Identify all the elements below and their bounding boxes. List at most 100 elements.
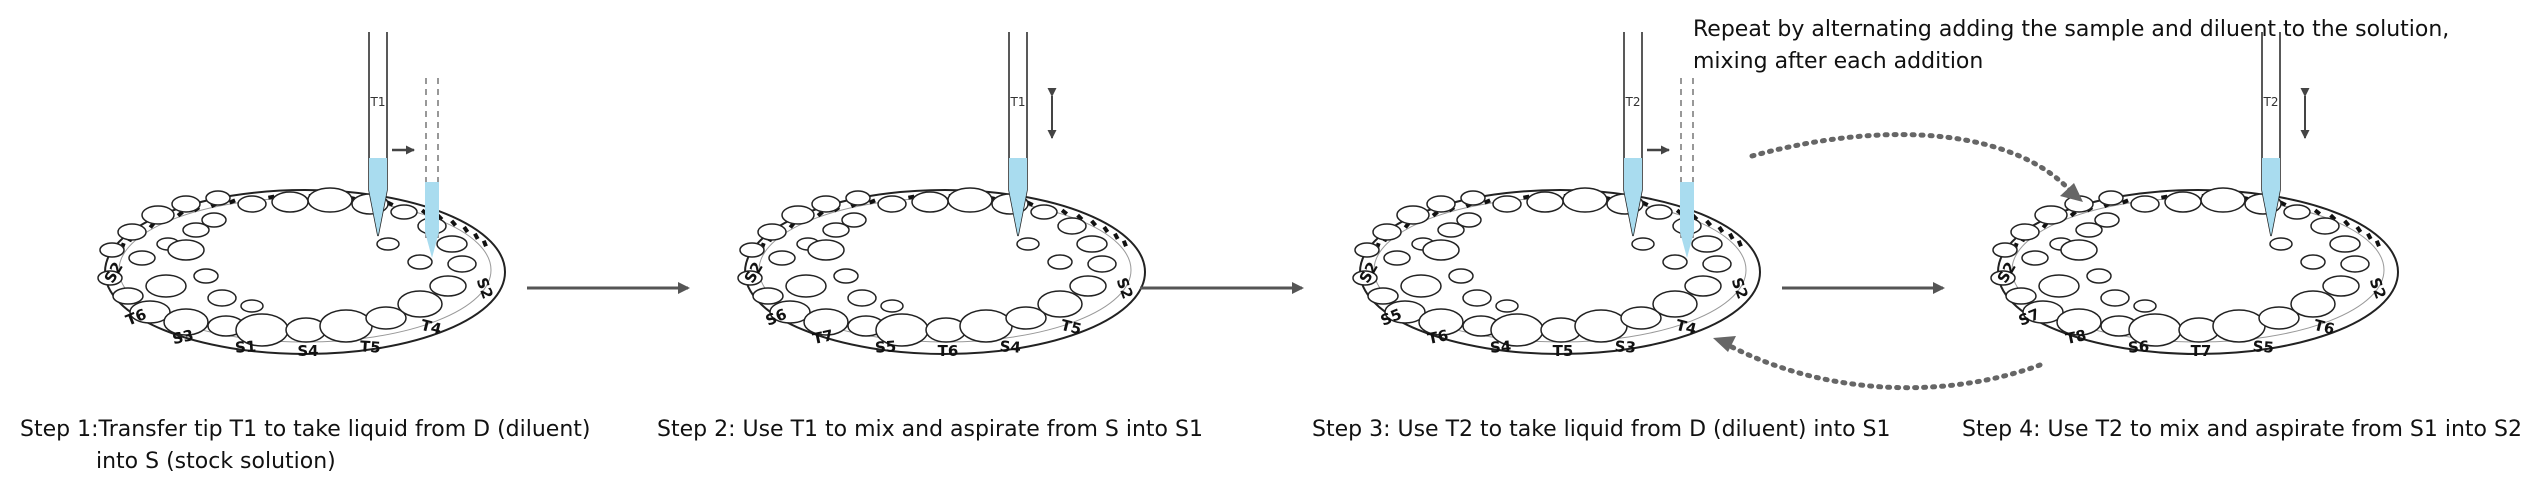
plate-well [2269, 237, 2293, 251]
plate-well [1057, 217, 1087, 235]
plate-well [1418, 308, 1464, 336]
pipette-tip: T2 [2261, 32, 2281, 237]
plate-well [1437, 222, 1465, 238]
plate-well [911, 191, 949, 213]
plate-rim-mark [473, 232, 480, 240]
pipette-tip: T1 [1008, 32, 1028, 237]
plate-well [1662, 254, 1688, 270]
plate-rim-mark [1728, 232, 1735, 240]
plate-well [145, 274, 187, 298]
plate-well [2100, 289, 2130, 307]
plate-rim-mark [2329, 213, 2337, 221]
repeat-note: Repeat by alternating adding the sample … [1693, 14, 2449, 78]
plate-well [171, 195, 201, 213]
plate-well [2322, 275, 2360, 297]
plate-well [2038, 274, 2080, 298]
plate-well [1620, 306, 1662, 330]
plate-well [1069, 275, 1107, 297]
pipette-tip-label: T1 [1010, 95, 1026, 109]
step-3-caption-line-1: Step 3: Use T2 to take liquid from D (di… [1312, 417, 1891, 442]
plate-well [2034, 205, 2068, 225]
plate-label: S5 [2252, 337, 2274, 356]
plate-well [205, 190, 231, 206]
plate-well [436, 235, 468, 253]
plate-well [1426, 195, 1456, 213]
plate-well [1047, 254, 1073, 270]
plate-rim-mark [868, 198, 876, 205]
plate-well [2164, 191, 2202, 213]
plate-well [739, 242, 765, 258]
plate-well [1702, 255, 1732, 273]
plate-well [1087, 255, 1117, 273]
plate-well [769, 300, 811, 324]
plate-rim-mark [2313, 208, 2322, 216]
plate-well [207, 289, 237, 307]
plate-rim-mark [2374, 239, 2381, 248]
plate-well [117, 223, 147, 241]
plate-well [1652, 290, 1698, 318]
plate-well [822, 222, 850, 238]
plate-well [237, 195, 267, 213]
step-4-caption-line-1: Step 4: Use T2 to mix and aspirate from … [1962, 417, 2522, 442]
plate-well [1526, 191, 1564, 213]
plate-rim-mark [2366, 232, 2373, 240]
plate-label: T5 [359, 337, 381, 356]
plate-well [1030, 204, 1058, 220]
plate-well [129, 300, 171, 324]
ghost-pipette-liquid [1680, 182, 1694, 258]
plate-label: T6 [1426, 326, 1450, 348]
plate-well [1383, 250, 1411, 266]
plate-rim-mark [2121, 198, 2129, 205]
plate-well [447, 255, 477, 273]
plate-well [1645, 204, 1673, 220]
plate-label: T6 [938, 342, 959, 360]
plate-rim-mark [2355, 225, 2363, 234]
plate-label: S4 [999, 337, 1021, 356]
plate-label: T4 [1674, 316, 1698, 338]
plate-well [1372, 223, 1402, 241]
plate-well [737, 270, 763, 286]
plate-well [2056, 308, 2102, 336]
plate-well [811, 195, 841, 213]
plate-rim-mark [462, 225, 470, 234]
pipette-tip-label: T1 [370, 95, 386, 109]
plate-well [2075, 222, 2103, 238]
plate-label: S1 [234, 337, 256, 356]
pipette-liquid [2262, 158, 2280, 236]
plate-well [1396, 205, 1430, 225]
plate-label: S3 [171, 326, 196, 348]
plate-well [2060, 239, 2098, 261]
plate-label: T8 [2064, 326, 2088, 348]
plate-well [1460, 190, 1486, 206]
plate-well [880, 299, 904, 313]
plate-rim-mark [1705, 219, 1713, 227]
plate-well [2094, 212, 2120, 228]
plate-well [1691, 235, 1723, 253]
plate-rim-mark [1717, 225, 1725, 234]
repeat-dotted-arrowhead-forward [2060, 183, 2083, 202]
plate-rim-mark [1736, 239, 1743, 248]
plate-well [112, 287, 144, 305]
plate-well [2021, 250, 2049, 266]
plate-well [807, 239, 845, 261]
plate-well [1076, 235, 1108, 253]
plate-well [1462, 289, 1492, 307]
plate-well [877, 195, 907, 213]
plate-well [99, 242, 125, 258]
step-4-caption: Step 4: Use T2 to mix and aspirate from … [1962, 414, 2522, 446]
plate-well [2258, 306, 2300, 330]
plate-well [2005, 287, 2037, 305]
pipette-liquid [1624, 158, 1642, 236]
plate-label: T5 [1059, 316, 1083, 338]
pipette-liquid [1009, 158, 1027, 236]
plate-rim-mark [1483, 198, 1491, 205]
plate-well [1422, 239, 1460, 261]
plate-well [833, 268, 859, 284]
plate-well [167, 239, 205, 261]
plate-well [1631, 237, 1655, 251]
ghost-pipette-tip [425, 78, 439, 258]
